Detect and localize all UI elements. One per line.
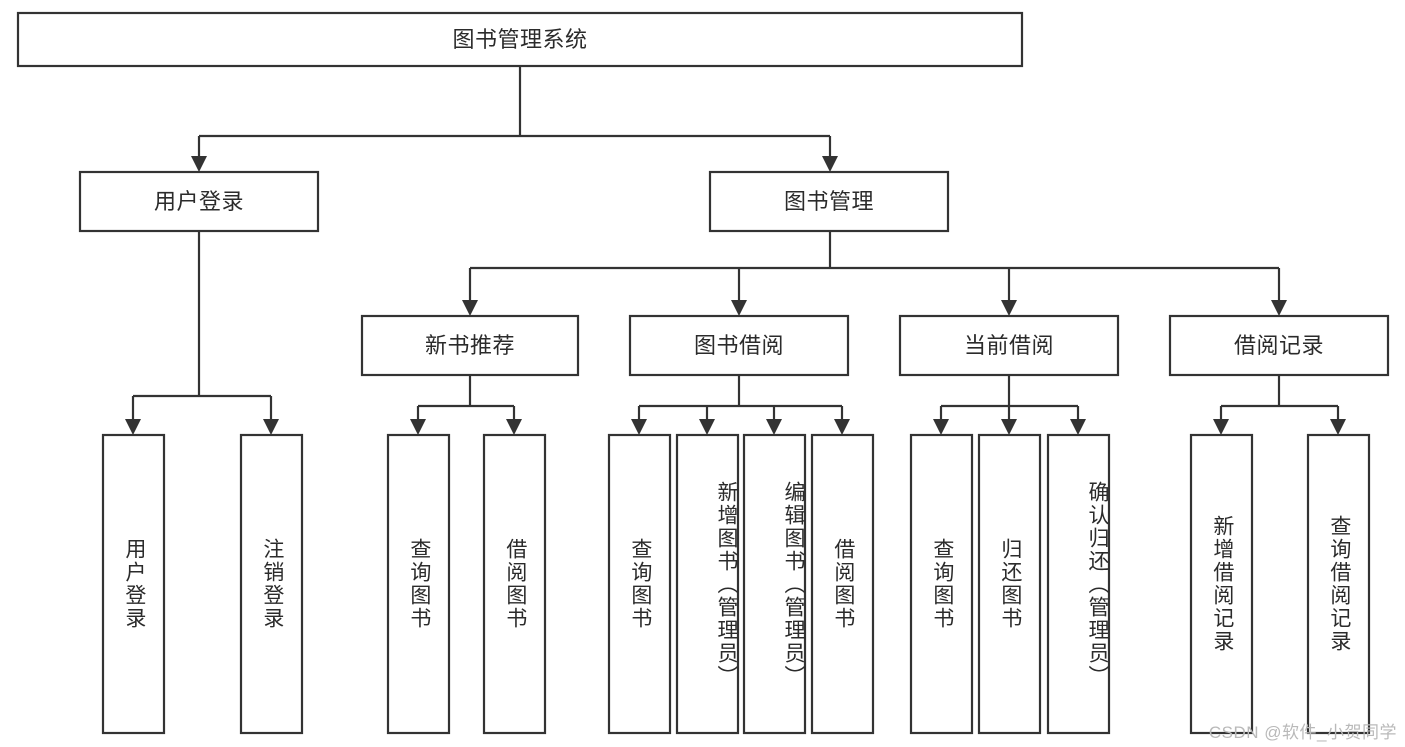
arrow-leaf-return-book — [1001, 419, 1017, 435]
node-box-leaf-borrow-book-2[interactable] — [810, 433, 875, 735]
node-box-user-login[interactable] — [78, 170, 320, 233]
arrow-borrow-record — [1271, 300, 1287, 316]
arrow-user-login — [191, 156, 207, 172]
node-box-leaf-edit-book[interactable] — [742, 433, 807, 735]
arrow-book-borrow — [731, 300, 747, 316]
connector-group-borrow-record-to-leaves — [1213, 375, 1346, 435]
node-box-root[interactable] — [16, 11, 1024, 68]
node-box-leaf-user-login[interactable] — [101, 433, 166, 735]
arrow-leaf-borrow-book-1 — [506, 419, 522, 435]
arrow-leaf-user-login — [125, 419, 141, 435]
arrow-leaf-query-book-1 — [410, 419, 426, 435]
node-box-leaf-return-book[interactable] — [977, 433, 1042, 735]
arrow-leaf-borrow-book-2 — [834, 419, 850, 435]
node-box-leaf-borrow-book-1[interactable] — [482, 433, 547, 735]
node-box-leaf-user-logout[interactable] — [239, 433, 304, 735]
node-box-leaf-add-book[interactable] — [675, 433, 740, 735]
arrow-leaf-add-record — [1213, 419, 1229, 435]
arrow-leaf-edit-book — [766, 419, 782, 435]
arrow-current-borrow — [1001, 300, 1017, 316]
node-box-current-borrow[interactable] — [898, 314, 1120, 377]
node-box-new-book-recommend[interactable] — [360, 314, 580, 377]
connector-group-root-to-level1 — [191, 66, 838, 172]
connector-group-new-book-recommend-to-leaves — [410, 375, 522, 435]
node-box-leaf-query-book-1[interactable] — [386, 433, 451, 735]
node-box-borrow-record[interactable] — [1168, 314, 1390, 377]
arrow-leaf-user-logout — [263, 419, 279, 435]
arrow-leaf-query-book-3 — [933, 419, 949, 435]
arrow-leaf-query-record — [1330, 419, 1346, 435]
arrow-leaf-add-book — [699, 419, 715, 435]
node-box-leaf-query-book-3[interactable] — [909, 433, 974, 735]
arrow-leaf-confirm-return — [1070, 419, 1086, 435]
connector-group-user-login-to-leaves — [125, 231, 279, 435]
connector-group-book-manage-to-level2 — [462, 231, 1287, 316]
arrow-leaf-query-book-2 — [631, 419, 647, 435]
node-box-leaf-add-record[interactable] — [1189, 433, 1254, 735]
node-box-book-borrow[interactable] — [628, 314, 850, 377]
node-box-book-manage[interactable] — [708, 170, 950, 233]
node-box-leaf-query-record[interactable] — [1306, 433, 1371, 735]
node-box-leaf-query-book-2[interactable] — [607, 433, 672, 735]
connector-group-book-borrow-to-leaves — [631, 375, 850, 435]
arrow-book-manage — [822, 156, 838, 172]
arrow-new-book-recommend — [462, 300, 478, 316]
connector-group-current-borrow-to-leaves — [933, 375, 1086, 435]
csdn-watermark: CSDN @软件_小贺同学 — [1208, 723, 1397, 742]
node-box-leaf-confirm-return[interactable] — [1046, 433, 1111, 735]
